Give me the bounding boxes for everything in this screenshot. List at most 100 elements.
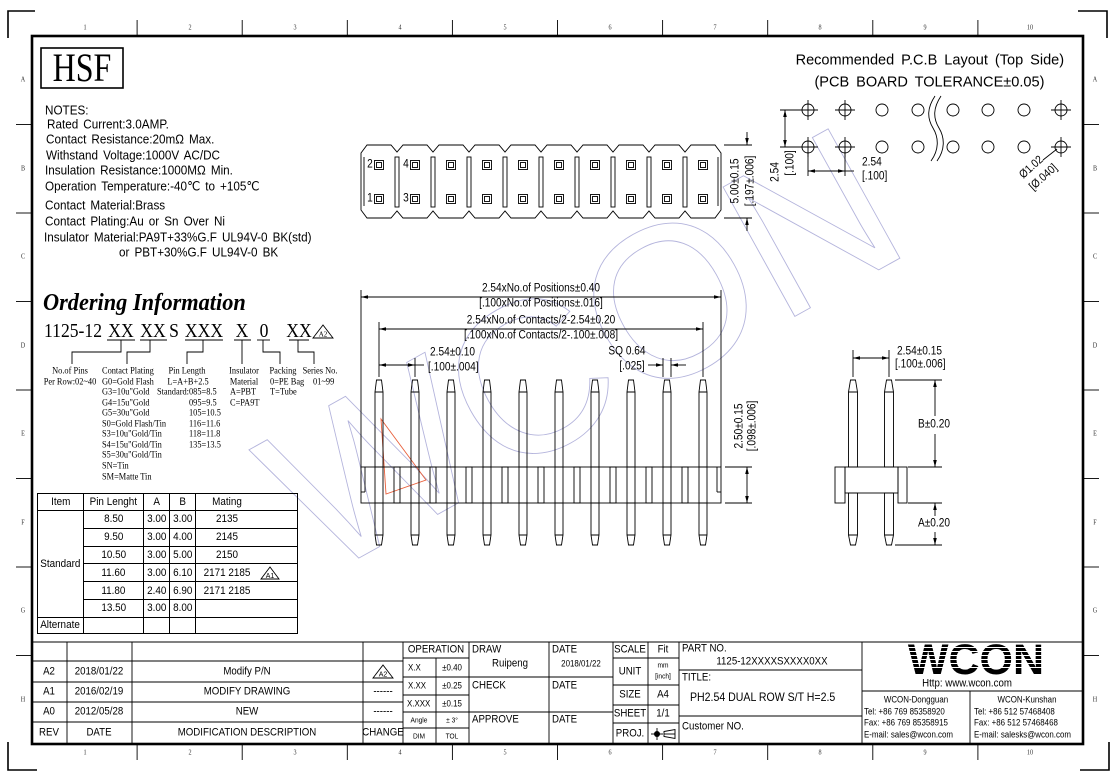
series-option: 01~99 (313, 376, 335, 387)
pin-length-option: 135=13.5 (189, 440, 221, 451)
note-insulator-material-alt: or PBT+30%G.F UL94V-0 BK (119, 244, 279, 260)
check-label: CHECK (472, 679, 506, 692)
corner-mark-tl (7, 10, 35, 38)
row-label-left: D (20, 341, 26, 350)
top-view-pin-square (518, 194, 528, 204)
unit-label: UNIT (618, 665, 642, 678)
front-pin-bottom (590, 502, 600, 546)
top-view-housing-outline (360, 144, 722, 219)
top-view-pin-square (626, 160, 636, 170)
front-pin-bottom (626, 502, 636, 546)
cell-a: 3.00 (143, 563, 170, 583)
rev-a1: A1 (43, 685, 55, 698)
column-label-bottom: 9 (923, 748, 927, 757)
scale-label: SCALE (614, 643, 646, 656)
proj-label: PROJ. (615, 727, 645, 740)
customer-no-label: Customer NO. (682, 720, 744, 733)
top-view-pin-square-inner (700, 196, 706, 202)
operation-header: OPERATION (407, 643, 465, 656)
change-triangle-label: A2 (379, 672, 388, 679)
top-view-pin-square-inner (448, 196, 454, 202)
draw-label: DRAW (472, 643, 502, 656)
top-view-slot (646, 156, 652, 208)
revision-triangle-icon: A1 (260, 566, 280, 580)
note-contact-resistance: Contact Resistance:20mΩ Max. (46, 131, 215, 147)
cell-a: 2.40 (143, 581, 170, 600)
cell-a: 3.00 (143, 545, 170, 565)
side-view (834, 350, 942, 546)
drawn-by: Ruipeng (491, 657, 529, 670)
size-label: SIZE (619, 688, 641, 701)
rev-a2: A2 (43, 665, 55, 678)
top-view-pin-square-inner (592, 196, 598, 202)
insulator-option: A=PBT (230, 387, 257, 398)
side-pin-bottom (884, 492, 894, 546)
housing-slot (537, 466, 545, 504)
row-label-right: D (1092, 341, 1098, 350)
top-view-pin-square (482, 194, 492, 204)
insulator-field-label: Insulator (229, 366, 259, 377)
top-view-pin-square (410, 160, 420, 170)
break-line (934, 95, 944, 162)
leader-plating (126, 340, 151, 364)
top-view-pin-square-inner (664, 162, 670, 168)
top-view-pin-square (662, 194, 672, 204)
ordering-code-packing: 0 (259, 320, 269, 342)
top-view-pin-square (554, 160, 564, 170)
pin-length-field-label: Pin Length (168, 366, 206, 377)
row-label-right: B (1092, 164, 1098, 173)
rev-a1-date: 2016/02/19 (74, 685, 124, 698)
pin-length-option: 095=9.5 (189, 397, 217, 408)
cell-pin-length: 13.50 (83, 598, 144, 618)
table-row: Standard 8.50 3.00 3.00 2135 (37, 510, 298, 618)
tol-footer-dim: DIM (412, 731, 426, 741)
pcb-layout-tolerance: (PCB BOARD TOLERANCE±0.05) (814, 73, 1045, 91)
cell-b: 6.10 (169, 563, 196, 583)
side-a-dim: A±0.20 (917, 517, 951, 530)
top-view-slot (682, 156, 688, 208)
column-label-bottom: 2 (188, 748, 192, 757)
office-dongguan-fax: Fax: +86 769 85358915 (864, 717, 948, 728)
pin-length-table: Item Pin Lenght A B Mating Standard 8.50… (37, 493, 298, 634)
arrowhead (783, 110, 787, 117)
plating-option: S3=10u"Gold/Tin (102, 429, 162, 440)
office-dongguan-email: E-mail: sales@wcon.com (864, 729, 954, 740)
projection-symbol-icon (651, 728, 676, 740)
grid-ticks (16, 20, 1099, 760)
side-pin-top (848, 379, 858, 468)
pcb-hole (875, 103, 889, 117)
unit-primary: mm (657, 660, 669, 670)
cell-b: 5.00 (169, 545, 196, 565)
pin-number-label: 1 (367, 192, 373, 205)
top-view (360, 132, 752, 231)
header-a: A (143, 493, 170, 511)
pcb-layout-title: Recommended P.C.B Layout (Top Side) (795, 51, 1065, 69)
arrowhead (933, 460, 937, 467)
row-label-left: B (20, 164, 26, 173)
column-label-top: 2 (188, 23, 192, 32)
pcb-layout (780, 95, 1071, 176)
top-view-pin-square-inner (592, 162, 598, 168)
pcb-hole (875, 140, 889, 154)
pcb-hole (946, 140, 960, 154)
break-line (928, 95, 938, 162)
top-view-width-dim-inch: [.197±.006] (744, 155, 757, 207)
arrowhead (714, 295, 721, 299)
top-view-pin-square-inner (484, 196, 490, 202)
ordering-code-pin-length: XXX (184, 320, 224, 342)
watermark-text: WCON (225, 79, 937, 620)
tol-value-angle: ± 3° (446, 715, 458, 725)
pcb-hole (981, 140, 995, 154)
rev-a0-date: 2012/05/28 (74, 705, 124, 718)
row-label-right: A (1092, 75, 1098, 84)
office-dongguan-name: WCON-Dongguan (883, 694, 949, 705)
drawing-title: PH2.54 DUAL ROW S/T H=2.5 (690, 690, 836, 704)
cell-empty (169, 616, 196, 634)
arrowhead (696, 327, 703, 331)
plating-option: SM=Matte Tin (102, 471, 152, 482)
arrowhead (783, 140, 787, 147)
row-label-right: F (1093, 518, 1097, 527)
pin-length-option: 085=8.5 (189, 387, 217, 398)
arrowhead (656, 363, 663, 367)
